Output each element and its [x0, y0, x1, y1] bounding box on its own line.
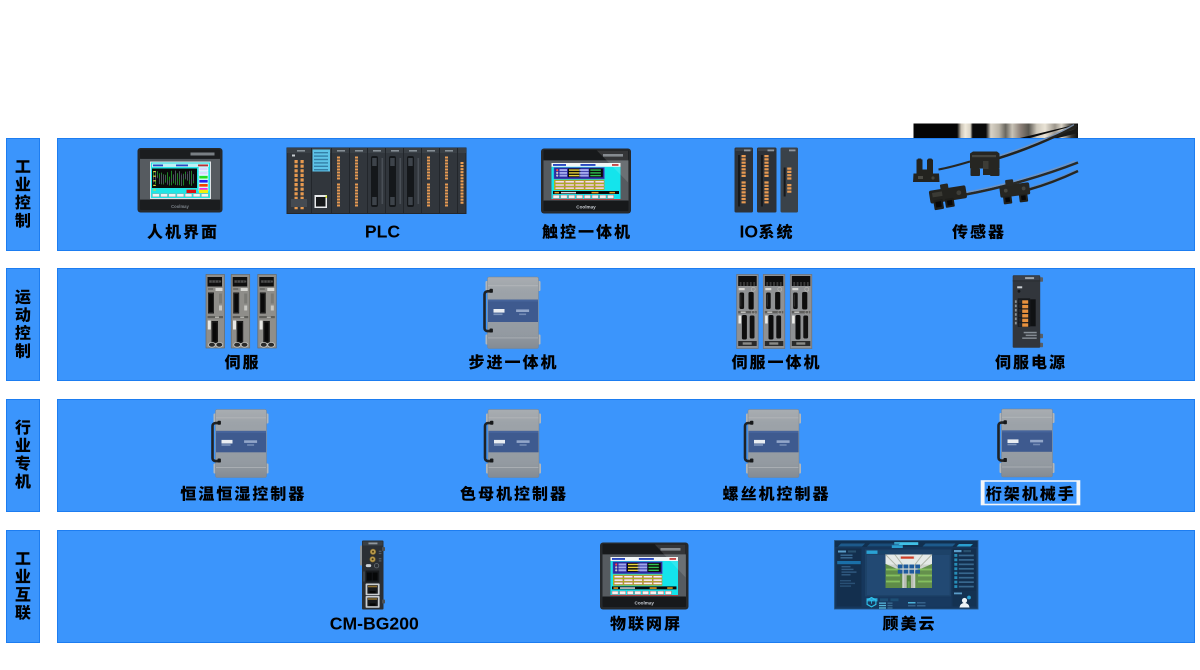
svg-text:CM-BG200: CM-BG200	[330, 613, 419, 633]
svg-text:IO: IO	[740, 222, 759, 242]
svg-text:Coolmay: Coolmay	[576, 204, 596, 209]
svg-text:PLC: PLC	[365, 222, 400, 242]
svg-text:Coolmay: Coolmay	[171, 204, 189, 209]
svg-text:Coolmay: Coolmay	[635, 600, 655, 605]
